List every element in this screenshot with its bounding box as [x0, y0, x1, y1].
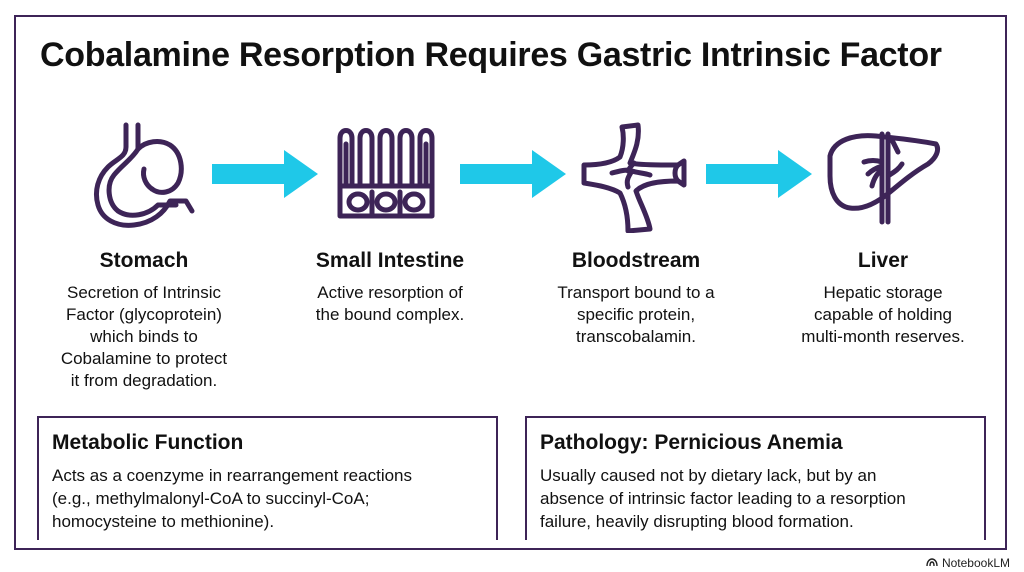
stomach-icon: [86, 121, 198, 231]
step-title-blood: Bloodstream: [571, 249, 701, 272]
page-title: Cobalamine Resorption Requires Gastric I…: [40, 36, 942, 74]
diagram-frame: [14, 15, 1007, 550]
blood-vessel-icon: [578, 121, 694, 233]
arrow-right-icon: [706, 150, 816, 203]
intestine-villi-icon: [336, 126, 446, 221]
box-title: Pathology: Pernicious Anemia: [540, 431, 843, 454]
step-title-stomach: Stomach: [99, 249, 189, 272]
box-body: Usually caused not by dietary lack, but …: [540, 466, 906, 531]
liver-icon: [824, 126, 944, 226]
arrow-right-icon: [212, 150, 322, 203]
arrow-right-icon: [460, 150, 570, 203]
step-title-liver: Liver: [857, 249, 909, 272]
notebooklm-logo-icon: [926, 556, 938, 570]
brand-label: NotebookLM: [941, 556, 1010, 570]
box-title: Metabolic Function: [52, 431, 244, 454]
box-body: Acts as a coenzyme in rearrangement reac…: [52, 466, 413, 531]
step-title-intestine: Small Intestine: [315, 249, 465, 272]
brand-watermark: NotebookLM: [926, 556, 1010, 570]
pathology-box: Pathology: Pernicious Anemia Usually cau…: [525, 416, 986, 540]
metabolic-function-box: Metabolic Function Acts as a coenzyme in…: [37, 416, 498, 540]
